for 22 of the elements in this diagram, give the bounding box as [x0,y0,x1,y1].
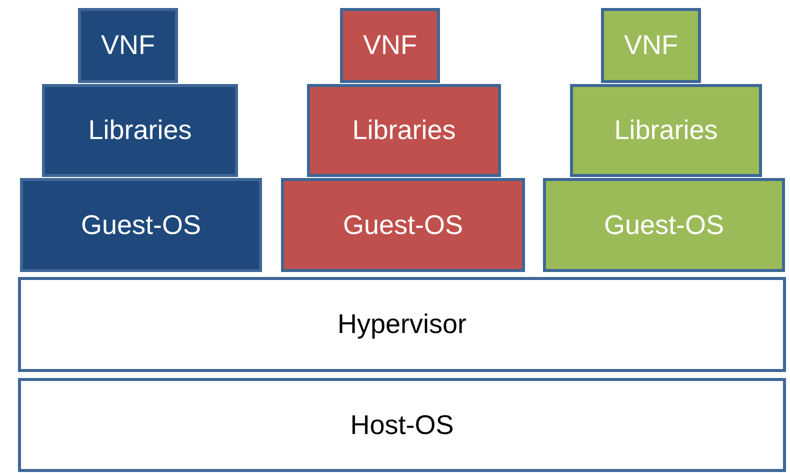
layer-box [78,8,178,83]
layer-box [307,84,501,177]
layer-label: VNF [363,30,417,61]
layer-box [570,84,762,177]
layer-label: Guest-OS [80,210,202,240]
layer-label: VNF [101,30,155,61]
layer-label: Host-OS [350,410,454,440]
layer-label: Libraries [352,115,456,146]
layer-box [340,8,440,83]
layer-box [18,378,786,472]
layer-label: Libraries [614,115,718,146]
layer-box [281,178,525,272]
layer-label: Libraries [88,115,192,146]
layer-box [42,84,238,177]
layer-label: Guest-OS [342,210,464,240]
layer-box [18,277,786,372]
layer-box [20,178,262,272]
layer-box [601,8,701,83]
layer-label: Guest-OS [604,210,724,240]
layer-box [543,178,785,272]
layer-label: VNF [624,30,678,61]
layer-label: Hypervisor [337,309,467,340]
